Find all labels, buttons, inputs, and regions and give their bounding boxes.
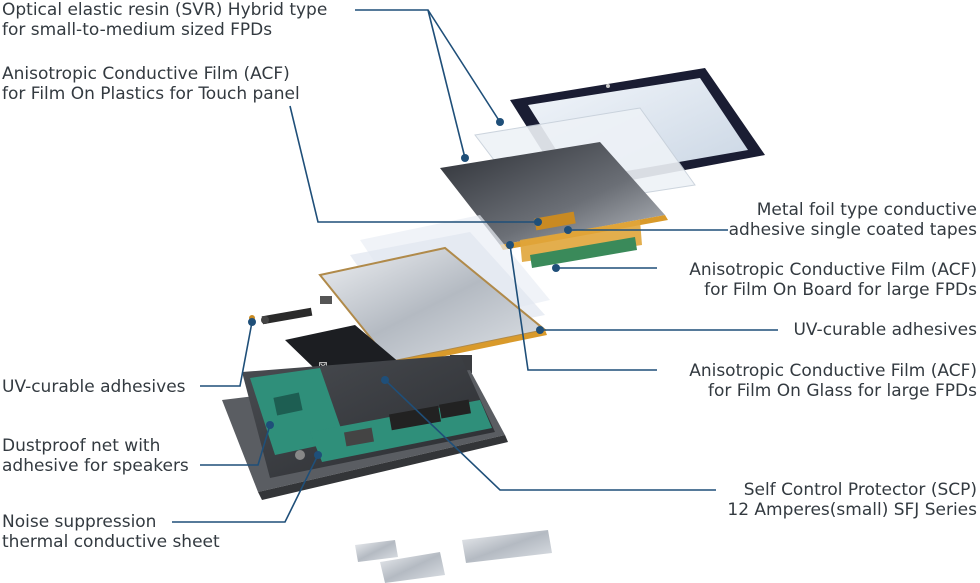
label-acf-fop: Anisotropic Conductive Film (ACF) for Fi…	[2, 64, 300, 104]
leader-acf-fop	[289, 105, 538, 223]
memory-chip-2	[439, 399, 471, 419]
label-dustproof-line2: adhesive for speakers	[2, 456, 189, 476]
memory-chip-1	[388, 405, 442, 431]
thermal-sheet-3	[462, 530, 552, 563]
label-acf-fob: Anisotropic Conductive Film (ACF) for Fi…	[689, 260, 977, 300]
leader-svr-top	[355, 9, 501, 123]
dot-acf-fop	[534, 218, 542, 226]
label-uv-left-line1: UV-curable adhesives	[2, 377, 186, 397]
dot-dustproof	[266, 421, 274, 429]
speaker-icon	[295, 450, 305, 460]
dot-svr-lcd	[461, 154, 469, 162]
thermal-sheet-1	[355, 540, 398, 562]
label-metal-foil-line1: Metal foil type conductive	[756, 200, 977, 220]
camera-lens-icon	[261, 316, 269, 324]
lcd-glass	[440, 142, 665, 245]
label-uv-left: UV-curable adhesives	[2, 377, 186, 397]
back-case-edge	[258, 435, 508, 500]
leader-svr-lcd	[427, 9, 466, 159]
dot-noise	[314, 451, 322, 459]
dot-uv-right	[536, 326, 544, 334]
fpc-tab	[534, 211, 576, 231]
label-svr-line1: Optical elastic resin (SVR) Hybrid type	[2, 0, 328, 20]
label-acf-fog-line2: for Film On Glass for large FPDs	[708, 381, 977, 401]
label-scp-line1: Self Control Protector (SCP)	[743, 480, 977, 500]
label-noise-line2: thermal conductive sheet	[2, 532, 220, 552]
dot-uv-left	[248, 318, 256, 326]
main-pcb	[250, 368, 492, 462]
lcd-panel	[440, 142, 668, 268]
label-acf-fop-line2: for Film On Plastics for Touch panel	[2, 84, 300, 104]
label-uv-right-line1: UV-curable adhesives	[793, 320, 977, 340]
label-scp: Self Control Protector (SCP) 12 Amperes(…	[727, 480, 977, 520]
label-acf-fop-line1: Anisotropic Conductive Film (ACF)	[2, 64, 290, 84]
dot-metal-foil	[564, 226, 572, 234]
leader-uv-left	[200, 321, 253, 387]
label-metal-foil: Metal foil type conductive adhesive sing…	[729, 200, 977, 240]
dot-svr-top	[496, 118, 504, 126]
label-dustproof-line1: Dustproof net with	[2, 436, 161, 456]
leader-acf-fog	[509, 244, 657, 371]
label-metal-foil-line2: adhesive single coated tapes	[728, 220, 977, 240]
camera-dot	[606, 84, 610, 88]
source-driver-board	[530, 237, 637, 268]
thermal-sheet-2	[380, 552, 445, 583]
dot-acf-fog	[506, 241, 514, 249]
label-dustproof: Dustproof net with adhesive for speakers	[2, 436, 189, 476]
leader-dots	[248, 118, 572, 459]
leader-scp	[384, 379, 716, 491]
label-scp-line2: 12 Amperes(small) SFJ Series	[727, 500, 977, 520]
label-acf-fob-line2: for Film On Board for large FPDs	[704, 280, 977, 300]
leader-dustproof	[200, 424, 271, 466]
label-acf-fog-line1: Anisotropic Conductive Film (ACF)	[689, 361, 977, 381]
pcb-component	[273, 392, 303, 416]
label-noise-line1: Noise suppression	[2, 512, 157, 532]
leader-noise	[172, 454, 319, 523]
dot-acf-fob	[552, 264, 560, 272]
dot-scp	[381, 376, 389, 384]
label-acf-fob-line1: Anisotropic Conductive Film (ACF)	[689, 260, 977, 280]
soc-chip	[343, 427, 375, 447]
leader-lines	[172, 9, 778, 523]
camera-module	[249, 296, 332, 325]
camera-flex	[261, 307, 313, 325]
thermal-sheets	[355, 530, 552, 583]
label-svr-line2: for small-to-medium sized FPDs	[2, 20, 273, 40]
label-acf-fog: Anisotropic Conductive Film (ACF) for Fi…	[689, 361, 977, 401]
sensor-chip	[320, 296, 332, 304]
label-uv-right: UV-curable adhesives	[793, 320, 977, 340]
label-noise: Noise suppression thermal conductive she…	[2, 512, 220, 552]
label-svr: Optical elastic resin (SVR) Hybrid type …	[2, 0, 327, 40]
